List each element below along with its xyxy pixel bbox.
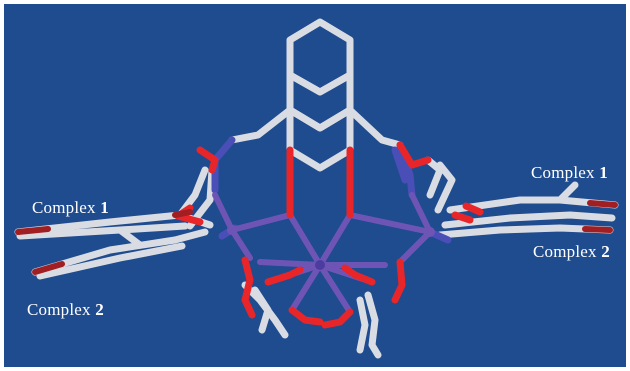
label-complex-2-left: Complex 2 (27, 300, 104, 319)
label-complex-2-right: Complex 2 (533, 242, 610, 261)
label-complex-1-left: Complex 1 (32, 198, 109, 217)
render-background (4, 4, 626, 367)
metal-atom-center (315, 260, 325, 270)
label-complex-1-right: Complex 1 (531, 163, 608, 182)
metal-atom-left (227, 225, 237, 235)
carbon-framework (14, 18, 619, 359)
metal-atom-right (425, 227, 435, 237)
oxygen-bonds (174, 141, 484, 329)
bromine-bonds (15, 200, 618, 275)
